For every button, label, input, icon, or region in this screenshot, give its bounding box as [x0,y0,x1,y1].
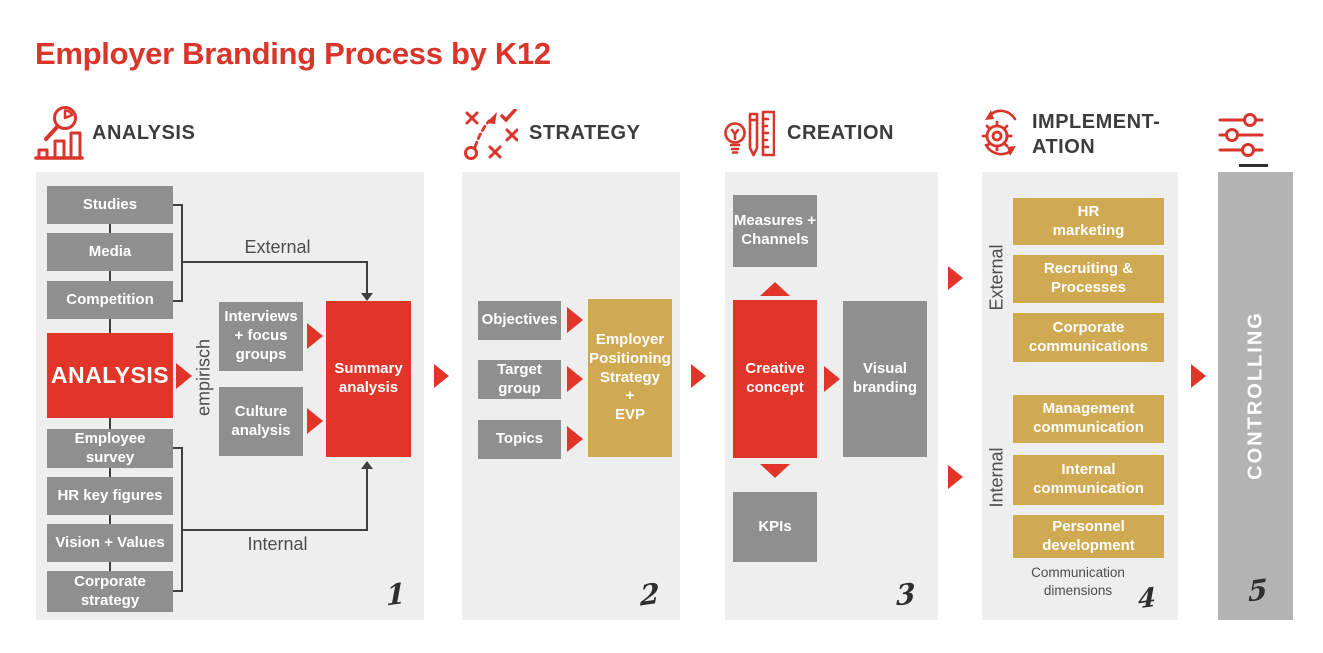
implementation-gear-icon [981,109,1017,156]
external-bracket-line [181,204,183,302]
employee-survey-box: Employee survey [47,429,173,468]
studies-box: Studies [47,186,173,224]
step-number-1: 1 [386,576,406,613]
kpis-box: KPIs [733,492,817,562]
implementation-to-controlling-arrow [1191,364,1209,388]
vision-values-box: Vision + Values [47,524,173,562]
creative-to-measures-arrow [760,279,790,296]
creation-bulb-pencil-ruler-icon [724,110,775,157]
corporate-strategy-box: Corporate strategy [47,571,173,612]
step-number-2: 2 [640,576,660,613]
internal-flow-line [181,529,368,531]
internal-bracket-stub [173,590,183,592]
strategy-tactics-icon [464,109,518,160]
management-communication-box: Management communication [1013,395,1164,443]
implementation-header: IMPLEMENT- ATION [1032,111,1161,158]
interviews-to-summary-arrow [307,323,326,349]
topics-box: Topics [478,420,561,459]
analysis-to-empirical-arrow [176,363,195,389]
target-group-box: Target group [478,360,561,399]
page-title: Employer Branding Process by K12 [35,36,551,71]
implementation-external-label: External [986,244,1007,311]
controlling-sliders-icon [1218,113,1264,157]
hr-key-figures-box: HR key figures [47,477,173,515]
summary-analysis-box: Summary analysis [326,301,411,457]
internal-communication-box: Internal communication [1013,455,1164,505]
connector-line [109,418,111,429]
connector-line [109,515,111,524]
external-bracket-stub [173,300,183,302]
analysis-to-strategy-arrow [434,364,452,388]
creative-to-visual-arrow [824,366,843,392]
external-arrowhead [361,293,373,304]
creation-header: CREATION [787,122,894,144]
culture-to-summary-arrow [307,408,326,434]
competition-box: Competition [47,281,173,319]
external-label: External [244,237,311,257]
analysis-magnifier-chart-icon [34,106,84,160]
empirical-label: empirisch [193,338,214,417]
implementation-internal-label: Internal [986,447,1007,508]
objectives-box: Objectives [478,301,561,340]
creation-to-implementation-external-arrow [948,266,966,290]
media-box: Media [47,233,173,271]
internal-arrowhead [361,458,373,469]
internal-bracket-line [181,447,183,592]
step-number-3: 3 [896,576,916,613]
creation-to-implementation-internal-arrow [948,465,966,489]
connector-line [109,562,111,571]
hr-marketing-box: HR marketing [1013,198,1164,245]
connector-line [109,224,111,233]
strategy-header: STRATEGY [529,122,641,144]
topics-arrow [567,426,586,452]
controlling-label: CONTROLLING [1244,311,1267,480]
external-flow-line [366,261,368,294]
internal-bracket-stub [173,447,183,449]
creative-concept-box: Creative concept [733,300,817,458]
connector-line [109,271,111,281]
creative-to-kpis-arrow [760,464,790,481]
analysis-main-box: ANALYSIS [47,333,173,418]
objectives-arrow [567,307,586,333]
corporate-communications-box: Corporate communications [1013,313,1164,362]
employer-positioning-strategy-box: Employer Positioning Strategy + EVP [588,299,672,457]
target-group-arrow [567,366,586,392]
internal-flow-line [366,466,368,531]
step-number-4: 4 [1138,582,1157,616]
recruiting-processes-box: Recruiting & Processes [1013,255,1164,303]
personnel-development-box: Personnel development [1013,515,1164,558]
culture-analysis-box: Culture analysis [219,387,303,456]
internal-label: Internal [247,534,308,554]
external-bracket-stub [173,204,183,206]
connector-line [109,468,111,477]
interviews-focus-groups-box: Interviews + focus groups [219,302,303,371]
strategy-to-creation-arrow [691,364,709,388]
visual-branding-box: Visual branding [843,301,927,457]
analysis-header: ANALYSIS [92,122,196,144]
communication-dimensions-note: Communication dimensions [1031,565,1125,598]
external-flow-line [181,261,368,263]
connector-line [109,319,111,333]
measures-channels-box: Measures + Channels [733,195,817,267]
controlling-bar [1218,172,1293,620]
step-number-5: 5 [1248,572,1268,609]
controlling-icon-underline [1239,164,1268,167]
